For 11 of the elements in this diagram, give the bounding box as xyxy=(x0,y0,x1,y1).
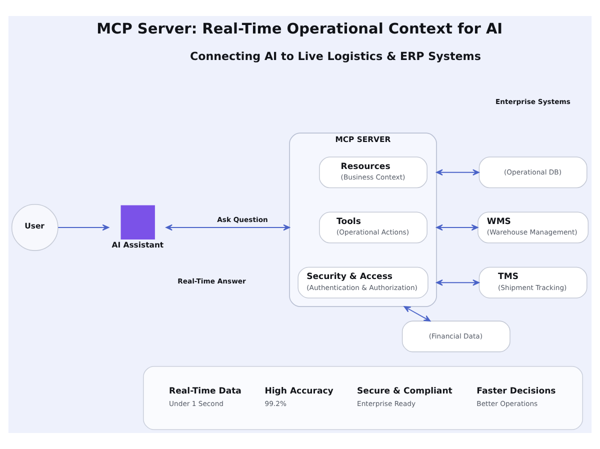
node-label: AI Assistant xyxy=(112,240,164,250)
arrow xyxy=(436,279,480,286)
arrow xyxy=(404,306,431,322)
node-circle: User xyxy=(11,204,58,251)
arrow xyxy=(166,224,290,231)
arrow xyxy=(436,169,480,176)
node-box xyxy=(120,205,155,240)
diagram-title: MCP Server: Real-Time Operational Context for AI xyxy=(96,22,503,38)
label: Connecting AI to Live Logistics & ERP Systems xyxy=(190,50,481,63)
arrow xyxy=(436,224,478,231)
arrow xyxy=(58,224,110,231)
